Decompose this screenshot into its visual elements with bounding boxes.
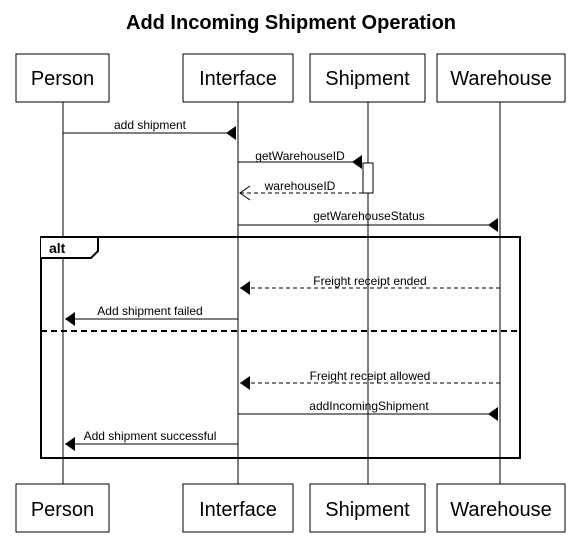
message-add-shipment-failed: Add shipment failed xyxy=(65,304,238,326)
alt-fragment: alt xyxy=(40,236,521,459)
message-freight-receipt-ended: Freight receipt ended xyxy=(240,274,500,295)
message-label: Add shipment successful xyxy=(84,429,217,443)
participant-shipment-bottom: Shipment xyxy=(309,483,426,533)
alt-label: alt xyxy=(49,240,66,256)
participant-label: Person xyxy=(31,499,94,521)
participant-person-bottom: Person xyxy=(15,483,110,533)
message-label: getWarehouseStatus xyxy=(313,209,425,223)
message-label: Freight receipt allowed xyxy=(310,369,431,383)
participant-label: Shipment xyxy=(325,499,410,521)
message-label: getWarehouseID xyxy=(255,149,345,163)
participant-shipment-top: Shipment xyxy=(309,53,426,103)
participant-label: Person xyxy=(31,68,94,90)
alt-tab xyxy=(41,236,99,259)
participant-label: Warehouse xyxy=(450,68,552,90)
participant-label: Shipment xyxy=(325,68,410,90)
participant-label: Warehouse xyxy=(450,499,552,521)
participant-interface-bottom: Interface xyxy=(182,483,294,533)
participant-warehouse-top: Warehouse xyxy=(436,53,566,103)
message-label: Add shipment failed xyxy=(97,304,202,318)
participant-interface-top: Interface xyxy=(182,53,294,103)
message-freight-receipt-allowed: Freight receipt allowed xyxy=(240,369,500,390)
message-get-warehouse-id: getWarehouseID xyxy=(238,149,362,169)
message-label: add shipment xyxy=(114,118,187,132)
message-label: warehouseID xyxy=(264,179,336,193)
message-warehouse-id: warehouseID xyxy=(239,179,363,201)
diagram-title: Add Incoming Shipment Operation xyxy=(126,12,456,34)
message-add-incoming-shipment: addIncomingShipment xyxy=(238,399,498,421)
participant-label: Interface xyxy=(199,499,277,521)
message-label: addIncomingShipment xyxy=(309,399,429,413)
message-label: Freight receipt ended xyxy=(313,274,426,288)
participant-warehouse-bottom: Warehouse xyxy=(436,483,566,533)
participant-label: Interface xyxy=(199,68,277,90)
alt-frame xyxy=(40,236,521,459)
message-add-shipment-successful: Add shipment successful xyxy=(65,429,238,451)
message-add-shipment: add shipment xyxy=(63,118,236,140)
message-get-warehouse-status: getWarehouseStatus xyxy=(238,209,498,232)
activation-bar-shipment xyxy=(362,162,374,194)
participant-person-top: Person xyxy=(15,53,110,103)
